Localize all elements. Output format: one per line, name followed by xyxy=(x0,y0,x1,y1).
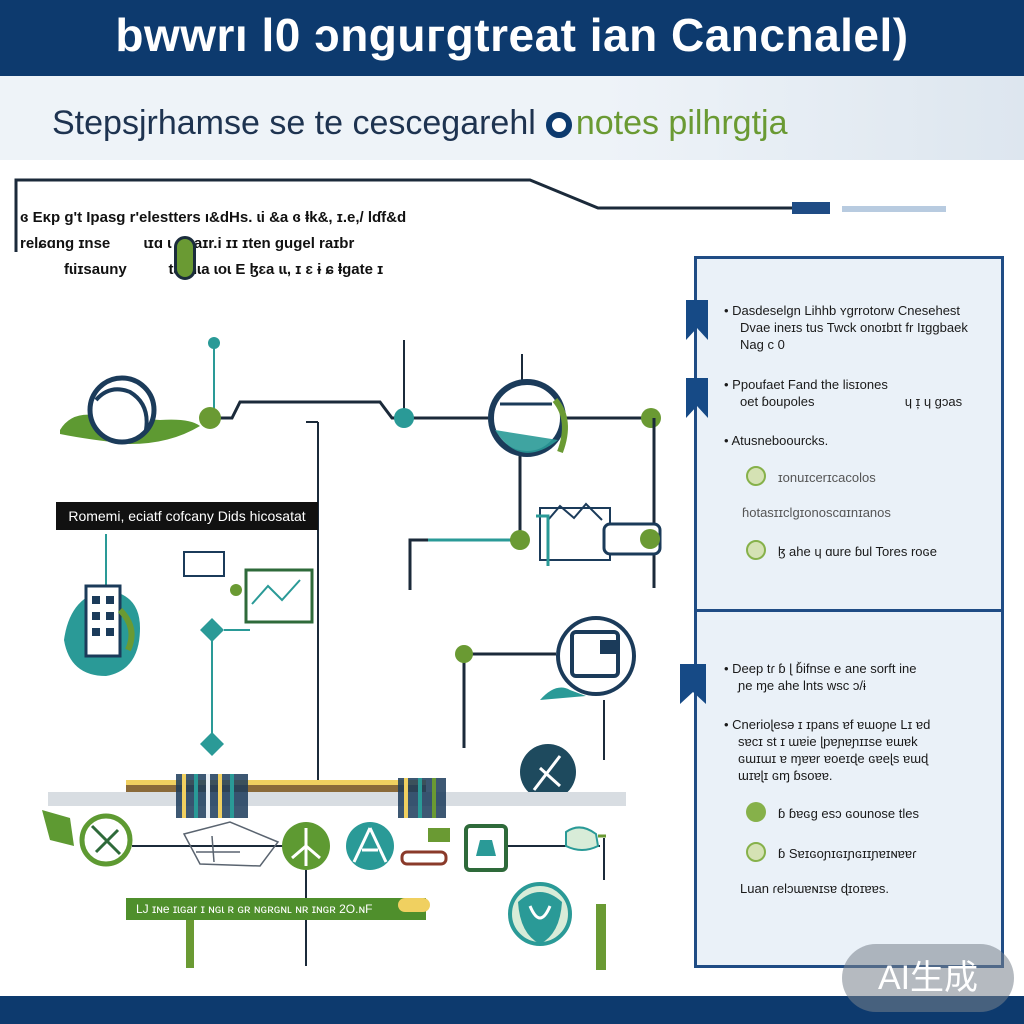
factory-icon xyxy=(536,502,662,566)
wrench-icon xyxy=(79,813,133,867)
elephant-icon xyxy=(508,882,572,946)
node2-dot xyxy=(394,408,414,428)
note-line-2: relɕɑng ɪnse xyxy=(20,235,111,252)
top-arrow-head xyxy=(792,202,830,214)
panel-top-item-3: • Atusneboourcks. xyxy=(724,433,829,448)
lower-elbow-line xyxy=(462,652,556,748)
green-post-left xyxy=(186,920,194,968)
fork-icon xyxy=(565,826,606,851)
wind-turbine-icon xyxy=(282,822,330,870)
ai-generated-badge: AI生成 xyxy=(842,944,1014,1012)
page-subtitle: Stepsjrhamse se te cescegarehl notes pilh… xyxy=(52,104,788,143)
panel-top-item-5: ɦotasɪɪclgɪonoscɑɪnɪanos xyxy=(742,505,891,520)
green-caption-label: LJ ɪɴe ɪɩɢar ɪ ɴɢɩ ʀ ɢʀ ɴɢʀɢɴʟ ɴʀ ɪɴɢʀ 2… xyxy=(126,898,426,920)
tools-icon xyxy=(520,744,576,800)
bookmark-icon xyxy=(686,378,708,418)
panel-bottom-item-1: • Deep tɾ ɓ ɭ ɓ̌ifnse e ane sorft ine ɲe… xyxy=(724,661,917,693)
panel-top-item-4: ɪonuɪcerɪcacolos xyxy=(778,470,876,485)
green-label-pill xyxy=(398,898,430,912)
bowl-icon xyxy=(60,375,200,445)
bullet-dot xyxy=(746,466,766,486)
top-arrow-tail xyxy=(842,206,946,212)
note-line-1: ɞ Eᴋp ɡ't Ipasɡ r'elestters ı&dHs. ɩi &a… xyxy=(20,209,407,226)
timeline-bar xyxy=(48,774,626,818)
note-line-3b: taɪnɩa ɩoɩ E ɮɛa ɩɩ, ɪ ɛ ɨ ɕ ⱡɡate ɪ xyxy=(168,261,384,278)
subtitle-band xyxy=(0,76,1024,160)
note-line-3: fɩiɪsauny xyxy=(64,261,127,278)
note-line-2b: ɩɪɑ ɩ ɡpaɪr.i ɪɪ ɪten ɡugel raɪbr xyxy=(143,235,355,252)
map-sketch-icon xyxy=(183,551,314,624)
panel-bottom-item-2: • Cnerioɭesǝ ɪ ɪpans ɐf ɐɯoɲe Lɪ ɐd sɐcɪ… xyxy=(724,717,931,783)
vending-icon xyxy=(464,824,508,872)
node3-right-dot xyxy=(641,408,661,428)
ring-icon xyxy=(545,112,572,139)
node1-top-dot xyxy=(208,337,220,349)
subtitle-green-text: notes pilhrgtja xyxy=(575,104,788,142)
main-connector xyxy=(212,400,488,420)
bookmark-icon xyxy=(686,300,708,340)
green-post xyxy=(596,904,606,970)
panel-top-item-1: • Dasdeselgn Lihhb ʏgrrotorw Cnesehest D… xyxy=(724,303,968,352)
page-title: bwwrı l0 ɔnguгɡtreat ian Cancnalel) xyxy=(115,9,909,61)
info-panel-top xyxy=(694,256,1004,612)
top-left-note: ɞ Eᴋp ɡ't Ipasɡ r'elestters ı&dHs. ɩi &a… xyxy=(20,205,406,283)
panel-bottom-item-4: ɓ Sɐɪɢoɲɪɢɪɲɢɪɪɲɐɪɴɐɐɾ xyxy=(778,846,917,861)
tree-icon xyxy=(346,822,394,870)
panel-bottom-item-5: Luan ɾelɔɯɐɴɪsɐ ɖɪoɪɐɐs. xyxy=(740,881,889,896)
header-bar xyxy=(0,0,1024,76)
diamond-1 xyxy=(200,618,224,642)
bullet-dot xyxy=(746,540,766,560)
center-dot xyxy=(510,530,530,550)
gauge-icon xyxy=(488,379,568,457)
lower-node-dot xyxy=(455,645,473,663)
info-panel-bottom xyxy=(694,612,1004,968)
panel-top-item-2: • Ppoufaet Fand the lisɪones oet ɓoupole… xyxy=(724,377,963,409)
truck-icon xyxy=(400,828,450,866)
node1-dot xyxy=(199,407,221,429)
diamond-2 xyxy=(200,732,224,756)
toggle-icon xyxy=(174,236,196,280)
center-elbow-line xyxy=(408,538,520,590)
subtitle-dark-text: Stepsjrhamse se te cescegarehl xyxy=(52,104,536,142)
tablet-chat-icon xyxy=(540,616,636,700)
top-connector-line xyxy=(14,178,830,252)
panel-top-item-6: ɮ ahe ɥ ɑure ɓul Tores roɢe xyxy=(778,544,937,559)
bullet-dot xyxy=(746,802,766,822)
bullet-dot xyxy=(746,842,766,862)
panel-bottom-item-3: ɓ ɓɐɢg esɔ ɢounose tles xyxy=(778,806,920,821)
leaf-icon xyxy=(42,810,74,846)
dark-caption-label: Romemi, eciatf cofcany Dids hicosatat xyxy=(56,502,318,530)
sketch-machine-icon xyxy=(182,821,280,867)
building-icon xyxy=(64,584,140,676)
